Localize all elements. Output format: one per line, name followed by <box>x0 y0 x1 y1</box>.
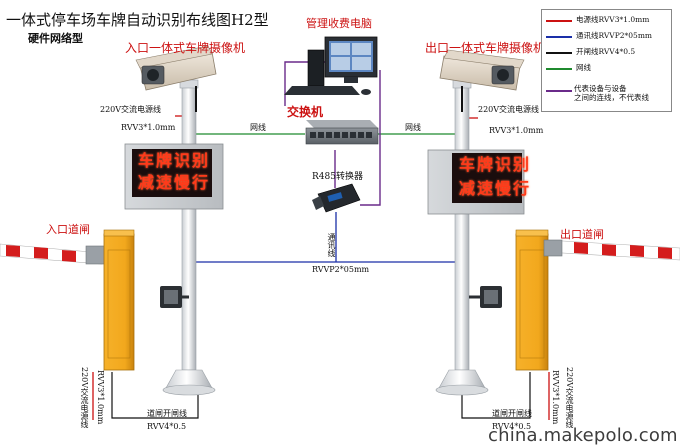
rs485-label: R485转换器 <box>312 172 363 182</box>
legend-label: 通讯线RVVP2*05mm <box>576 31 653 40</box>
switch-label: 交换机 <box>287 105 324 119</box>
entrance-led-line2: 减速慢行 <box>138 173 211 192</box>
diagram-title: 一体式停车场车牌自动识别布线图H2型 <box>6 11 269 29</box>
gate-cable-label-left: 道闸开闸线 <box>147 409 187 418</box>
exit-gate-label: 出口道闸 <box>560 228 604 241</box>
exit-led-line1: 车牌识别 <box>459 155 532 174</box>
entrance-floodlight <box>160 286 189 308</box>
diagram-subtitle: 硬件网络型 <box>28 32 83 45</box>
legend-swatch-connection <box>546 90 572 92</box>
exit-camera <box>439 49 525 112</box>
legend-note-line2: 之间的连线，不代表线 <box>574 93 649 103</box>
entrance-led-line1: 车牌识别 <box>138 151 211 170</box>
watermark: china.makepolo.com <box>488 425 678 446</box>
legend-swatch-communication <box>546 36 572 38</box>
network-label-right: 网线 <box>405 123 421 132</box>
gate-power-label-right: 220V交流电源线 <box>565 367 574 429</box>
entrance-led-display <box>124 143 224 210</box>
legend-label: 网线 <box>576 63 591 72</box>
network-switch <box>305 120 379 145</box>
entrance-gate-label: 入口道闸 <box>46 223 90 236</box>
entrance-power-spec: RVV3*1.0mm <box>121 123 176 132</box>
entrance-camera-label: 入口一体式车牌摄像机 <box>125 41 246 55</box>
legend-swatch-network <box>546 68 572 70</box>
comm-line-label: 通讯线 <box>327 233 336 257</box>
legend-note: 代表设备与设备 之间的连线，不代表线 <box>574 84 649 103</box>
entrance-power-label: 220V交流电源线 <box>100 105 162 114</box>
gate-cable-spec-right: RVV4*0.5 <box>492 422 532 431</box>
exit-floodlight <box>469 286 502 308</box>
exit-led-line2: 减速慢行 <box>459 179 532 198</box>
legend: 电源线RVV3*1.0mm 通讯线RVVP2*05mm 开闸线RVV4*0.5 … <box>541 9 672 112</box>
exit-power-spec: RVV3*1.0mm <box>489 126 544 135</box>
gate-cable-spec-left: RVV4*0.5 <box>147 422 187 431</box>
legend-swatch-gate <box>546 52 572 54</box>
comm-cable-spec: RVVP2*05mm <box>312 265 370 274</box>
legend-swatch-power <box>546 20 572 22</box>
gate-cable-label-right: 道闸开闸线 <box>492 409 532 418</box>
rs485-converter <box>312 183 361 213</box>
exit-barrier-gate <box>515 229 680 371</box>
communication-cables <box>190 212 462 263</box>
legend-label: 电源线RVV3*1.0mm <box>576 15 650 24</box>
pc-computer <box>284 36 378 95</box>
gate-power-spec-left: RVV3*1.0mm <box>96 370 105 425</box>
gate-power-label-left: 220V交流电源线 <box>80 367 89 429</box>
exit-power-label: 220V交流电源线 <box>478 105 540 114</box>
legend-label: 开闸线RVV4*0.5 <box>576 47 636 56</box>
entrance-barrier-gate <box>0 229 135 371</box>
gate-power-spec-right: RVV3*1.0mm <box>551 370 560 425</box>
pc-label: 管理收费电脑 <box>306 17 372 30</box>
legend-note-line1: 代表设备与设备 <box>574 84 627 93</box>
exit-pole <box>435 79 489 396</box>
exit-led-display <box>427 149 525 215</box>
gate-cables <box>111 372 531 419</box>
exit-camera-label: 出口一体式车牌摄像机 <box>425 41 546 55</box>
network-label-left: 网线 <box>250 123 266 132</box>
entrance-camera <box>135 45 217 112</box>
